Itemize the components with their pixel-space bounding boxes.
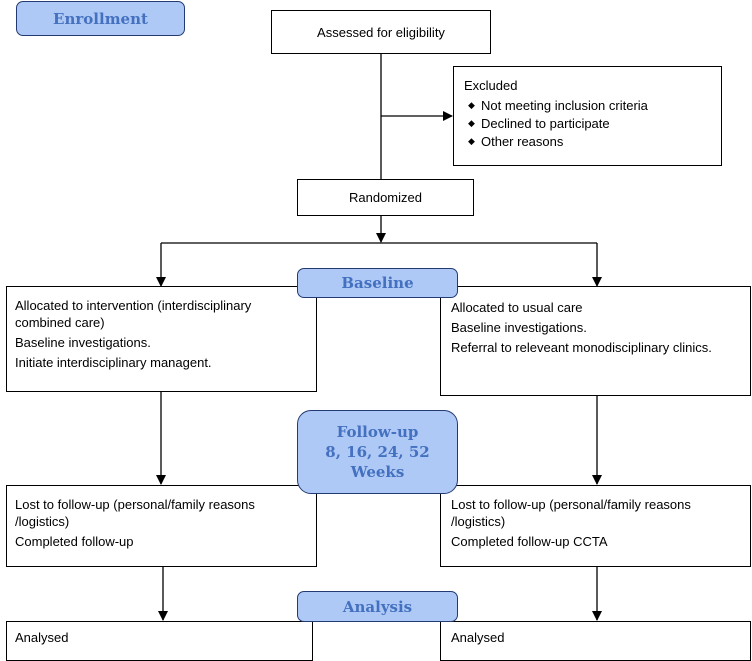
usual-care-followup-box: Lost to follow-up (personal/family reaso…	[440, 485, 751, 567]
excluded-box: Excluded ◆ Not meeting inclusion criteri…	[453, 66, 722, 166]
diamond-bullet-icon: ◆	[468, 117, 475, 128]
usual-care-analysed-box: Analysed	[440, 621, 751, 661]
followup-stage-label: Follow-up 8, 16, 24, 52 Weeks	[297, 410, 458, 494]
excluded-item: ◆ Other reasons	[464, 132, 721, 150]
intervention-followup-box: Lost to follow-up (personal/family reaso…	[6, 485, 317, 567]
excluded-item: ◆ Not meeting inclusion criteria	[464, 96, 721, 114]
excluded-list: ◆ Not meeting inclusion criteria ◆ Decli…	[464, 96, 721, 150]
analysis-stage-label: Analysis	[297, 591, 458, 622]
intervention-allocation-box: Allocated to intervention (interdiscipli…	[6, 286, 317, 392]
excluded-title: Excluded	[464, 78, 518, 93]
usual-care-allocation-box: Allocated to usual care Baseline investi…	[440, 286, 751, 396]
diamond-bullet-icon: ◆	[468, 135, 475, 146]
intervention-analysed-box: Analysed	[6, 621, 313, 661]
diamond-bullet-icon: ◆	[468, 99, 475, 110]
enrollment-stage-label: Enrollment	[16, 1, 185, 36]
excluded-item: ◆ Declined to participate	[464, 114, 721, 132]
randomized-box: Randomized	[297, 179, 474, 216]
baseline-stage-label: Baseline	[297, 268, 458, 298]
assessed-box: Assessed for eligibility	[271, 10, 491, 54]
